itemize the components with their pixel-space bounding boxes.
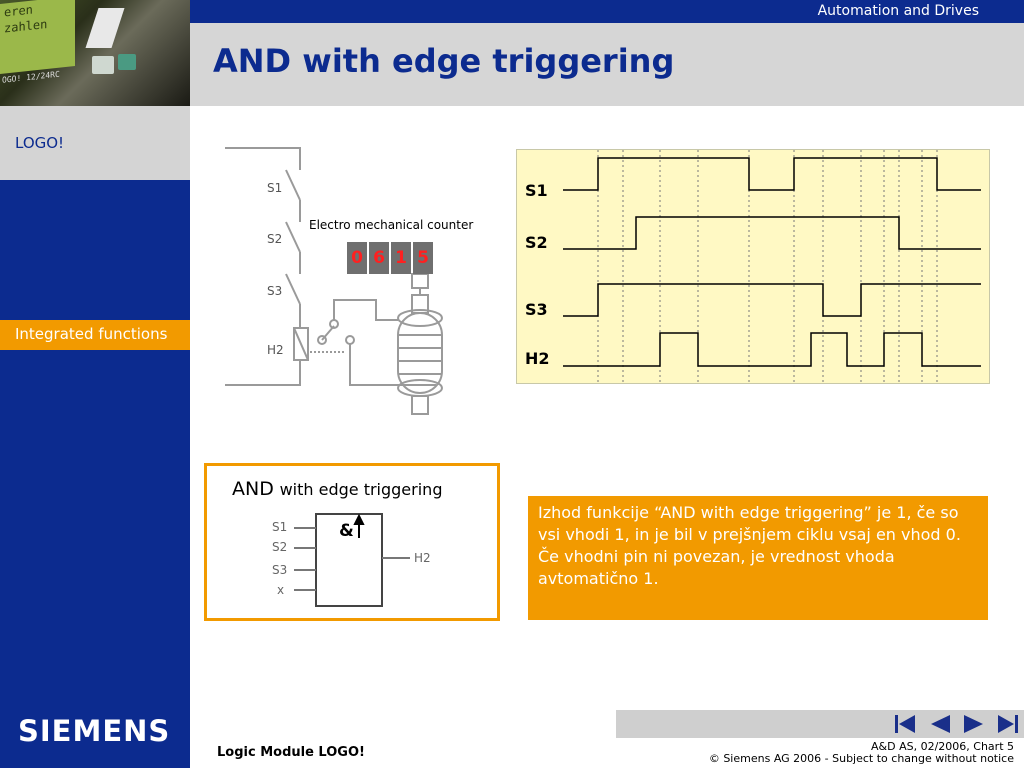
info-text-1: Izhod funkcije “AND with edge triggering… — [538, 503, 961, 544]
and-output-h2: H2 — [414, 551, 431, 565]
page-title: AND with edge triggering — [213, 42, 675, 80]
circuit-label-s2: S2 — [267, 232, 283, 246]
top-bar — [190, 0, 1024, 23]
brand-line: Automation and Drives — [817, 3, 979, 19]
and-block-symbol — [294, 513, 410, 607]
info-text-2: Če vhodni pin ni povezan, je vrednost vh… — [538, 547, 895, 588]
waveform-s2 — [563, 216, 981, 250]
counter-digit: 6 — [369, 242, 389, 274]
circuit-label-s3: S3 — [267, 284, 283, 298]
next-page-icon[interactable] — [962, 712, 986, 736]
timing-label-s3: S3 — [525, 300, 548, 319]
info-box: Izhod funkcije “AND with edge triggering… — [528, 496, 988, 620]
and-symbol: & — [339, 521, 354, 541]
and-title-main: AND — [232, 478, 274, 500]
device-cursor-key — [85, 8, 125, 48]
circuit-label-h2: H2 — [267, 343, 284, 357]
counter-digit: 5 — [413, 242, 433, 274]
and-input-s1: S1 — [272, 520, 288, 534]
counter-caption: Electro mechanical counter — [309, 218, 474, 232]
waveform-s1 — [563, 157, 981, 191]
switch-s1 — [285, 169, 301, 201]
logo-device-photo: eren zahlen OGO! 12/24RC — [0, 0, 190, 106]
and-input-s3: S3 — [272, 563, 288, 577]
switch-s3 — [285, 273, 301, 305]
footer-module-title: Logic Module LOGO! — [217, 745, 365, 760]
timing-label-s2: S2 — [525, 233, 548, 252]
waveform-h2 — [563, 332, 981, 367]
sidebar-section-label: Integrated functions — [15, 325, 168, 343]
lcd-line-1: eren — [4, 2, 33, 20]
footer-copyright: © Siemens AG 2006 - Subject to change wi… — [708, 752, 1014, 765]
timing-diagram: S1 S2 S3 H2 — [516, 149, 990, 384]
prev-page-icon[interactable] — [928, 712, 952, 736]
device-key-ok — [118, 54, 136, 70]
timing-label-s1: S1 — [525, 181, 548, 200]
waveform-s3 — [563, 283, 981, 317]
sidebar-product-band — [0, 106, 190, 180]
device-lcd: eren zahlen OGO! 12/24RC — [0, 0, 75, 85]
and-input-x: x — [277, 583, 285, 597]
sidebar-product-label: LOGO! — [15, 134, 65, 152]
lcd-line-2: zahlen — [4, 16, 48, 36]
switch-s2 — [285, 221, 301, 253]
title-band — [190, 23, 1024, 106]
circuit-wire-top — [225, 147, 301, 170]
device-key-esc — [92, 56, 114, 74]
circuit-diagram — [225, 147, 443, 415]
device-model-text: OGO! 12/24RC — [2, 69, 60, 85]
timing-waveforms — [563, 150, 981, 383]
edge-arrow-icon — [353, 513, 365, 538]
siemens-logo: SIEMENS — [18, 714, 171, 748]
counter-digit: 0 — [347, 242, 367, 274]
first-page-icon[interactable] — [893, 712, 917, 736]
and-block-title: AND with edge triggering — [232, 478, 442, 500]
footer-chart-ref: A&D AS, 02/2006, Chart 5 — [871, 740, 1014, 753]
last-page-icon[interactable] — [996, 712, 1020, 736]
and-title-rest: with edge triggering — [279, 480, 443, 499]
timing-label-h2: H2 — [525, 349, 550, 368]
and-input-s2: S2 — [272, 540, 288, 554]
counter-digit: 1 — [391, 242, 411, 274]
circuit-label-s1: S1 — [267, 181, 283, 195]
circuit-wire-bottom — [225, 360, 301, 386]
sidebar-section-band — [0, 320, 190, 350]
counter-solenoid — [397, 312, 443, 394]
slide-nav-bar — [616, 710, 1024, 738]
